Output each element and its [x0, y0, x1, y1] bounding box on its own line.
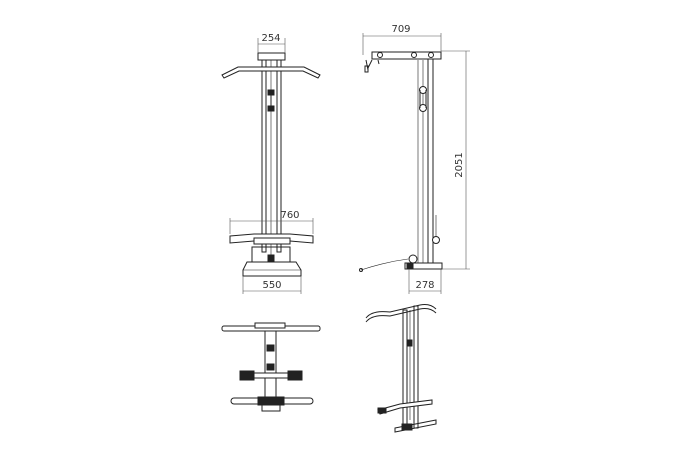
dimension-278: 278 — [408, 269, 442, 294]
perspective-view — [365, 304, 437, 433]
dimension-2051: 2051 — [441, 50, 470, 270]
dim-label-278: 278 — [415, 280, 434, 291]
dim-label-550: 550 — [262, 280, 281, 291]
top-view — [221, 322, 321, 412]
dim-label-709: 709 — [391, 24, 410, 35]
dimension-760: 760 — [229, 210, 314, 234]
dimension-254: 254 — [257, 33, 286, 53]
side-view: 709 2051 278 — [359, 24, 470, 294]
dim-label-254: 254 — [261, 33, 280, 44]
dim-label-2051: 2051 — [454, 152, 465, 177]
dimension-550: 550 — [242, 276, 302, 294]
front-view: 254 760 550 — [221, 33, 321, 294]
dimension-709: 709 — [362, 24, 442, 55]
dim-label-760: 760 — [280, 210, 299, 221]
